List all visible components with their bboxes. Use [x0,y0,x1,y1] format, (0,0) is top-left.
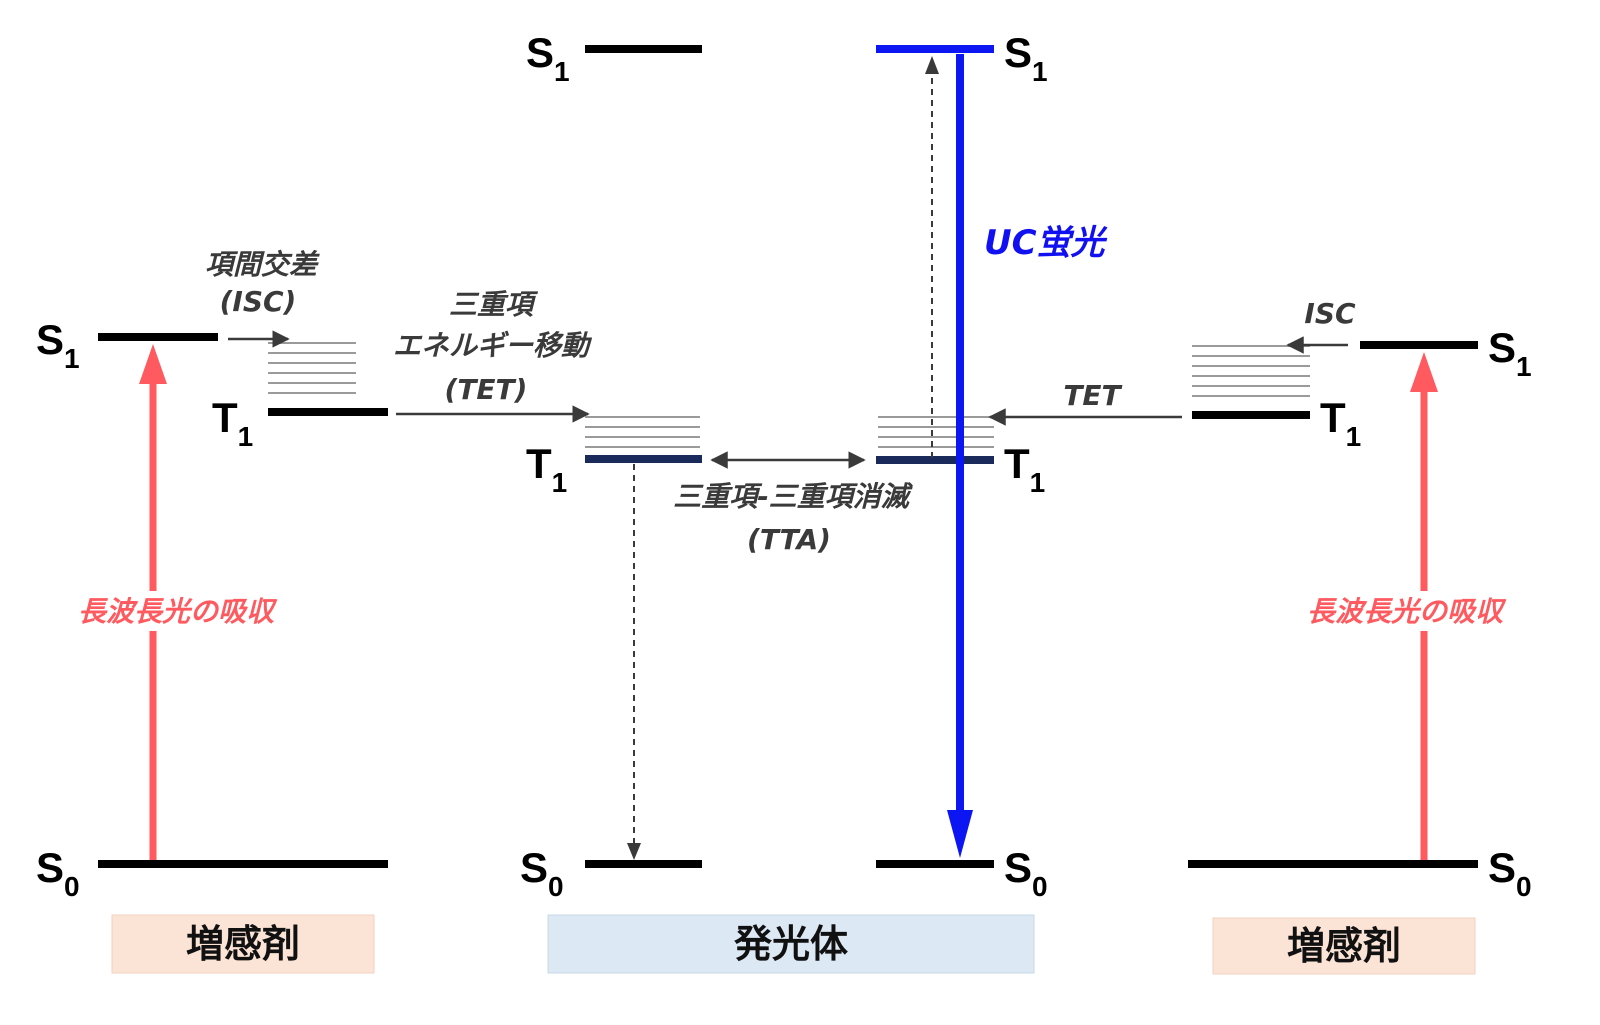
left-tet-label-line3: (TET) [445,373,528,406]
tta-label-line1: 三重項-三重項消滅 [673,480,914,513]
left-isc-label-line1: 項間交差 [205,248,320,281]
left-tet-label-line2: エネルギー移動 [393,329,593,362]
left-sens-t1-vibrational-levels [268,342,356,394]
left-absorption-label: 長波長光の吸収 [78,595,278,628]
uc-emission-label: UC蛍光 [984,223,1109,263]
right-sens-t1-vibrational-levels [1192,345,1310,397]
emitter-role-label: 発光体 [734,922,848,966]
emitter-left-s0-label: S0 [520,844,564,902]
right-absorption-label: 長波長光の吸収 [1307,595,1507,628]
left-sens-s1-label: S1 [36,316,80,374]
left-tet-label-line1: 三重項 [449,288,539,321]
sensitizer-left-role-label: 増感剤 [186,922,300,966]
sensitizer-left-box [111,914,375,974]
right-isc-label: ISC [1304,297,1356,330]
emitter-right-t1-label: T1 [1004,440,1045,498]
right-absorption-arrowhead [1410,352,1438,392]
left-sens-t1-label: T1 [212,394,253,452]
right-sens-s1-label: S1 [1488,324,1532,382]
emitter-right-upconversion-arrowhead [925,56,939,74]
emitter-left-nonradiative-arrowhead [627,843,641,860]
emitter-left-s1-label: S1 [526,29,570,87]
emitter-box [547,914,1035,974]
emitter-right-s0-label: S0 [1004,844,1048,902]
right-sens-t1-label: T1 [1320,394,1361,452]
left-absorption-label-bg [54,591,300,631]
emitter-left-t1-label: T1 [526,440,567,498]
left-absorption-arrowhead [139,344,167,384]
right-tet-label: TET [1063,379,1122,412]
tta-label-line2: (TTA) [747,523,831,556]
emitter-left-t1-vibrational-levels [585,416,700,448]
emitter-right-s1-label: S1 [1004,29,1048,87]
emitter-right-t1-vibrational-levels [878,416,994,448]
sensitizer-right-role-label: 増感剤 [1287,924,1401,968]
right-absorption-label-bg [1283,591,1529,631]
uc-emission-arrowhead [947,810,973,858]
sensitizer-right-box [1212,917,1476,975]
left-isc-label-line2: (ISC) [220,285,297,318]
right-sens-s0-label: S0 [1488,844,1532,902]
left-sens-s0-label: S0 [36,844,80,902]
